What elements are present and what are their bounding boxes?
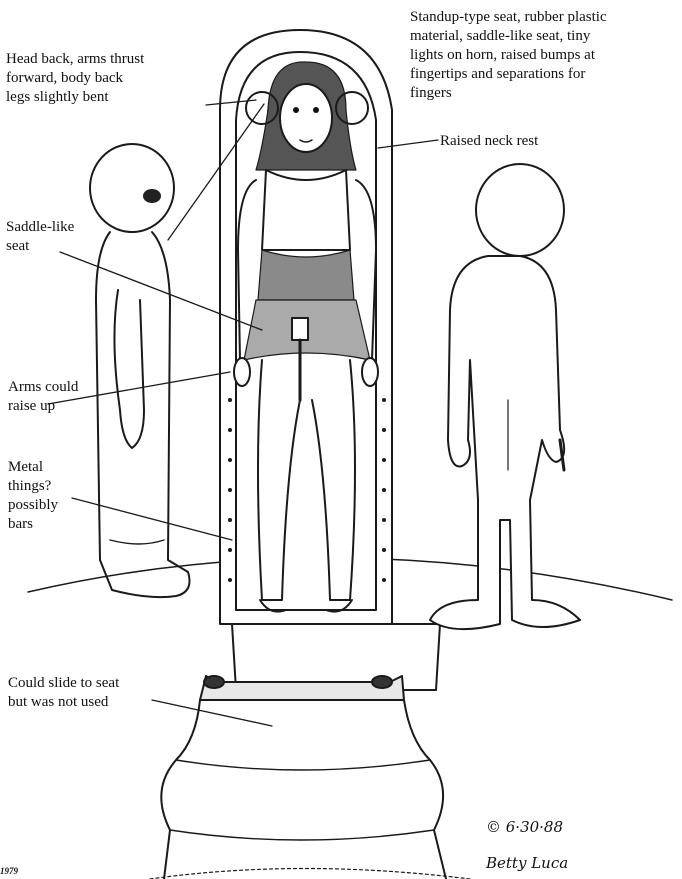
pedestal — [150, 624, 470, 879]
annotation-neck-rest: Raised neck rest — [440, 132, 538, 151]
being-right — [430, 164, 580, 629]
annotation-posture: Head back, arms thrust forward, body bac… — [6, 50, 206, 107]
corner-mark: 1979 — [0, 866, 18, 876]
signature: © 6·30·88 Betty Luca — [486, 800, 568, 872]
being-left — [90, 144, 190, 597]
annotation-seat-description: Standup-type seat, rubber plastic materi… — [410, 8, 680, 103]
annotation-arms: Arms could raise up — [8, 378, 78, 416]
signature-date: © 6·30·88 — [486, 818, 563, 836]
annotation-saddle-seat: Saddle-like seat — [6, 218, 74, 256]
annotation-metal-bars: Metal things? possibly bars — [8, 458, 58, 534]
annotation-slide-seat: Could slide to seat but was not used — [8, 674, 119, 712]
signature-name: Betty Luca — [486, 854, 568, 872]
